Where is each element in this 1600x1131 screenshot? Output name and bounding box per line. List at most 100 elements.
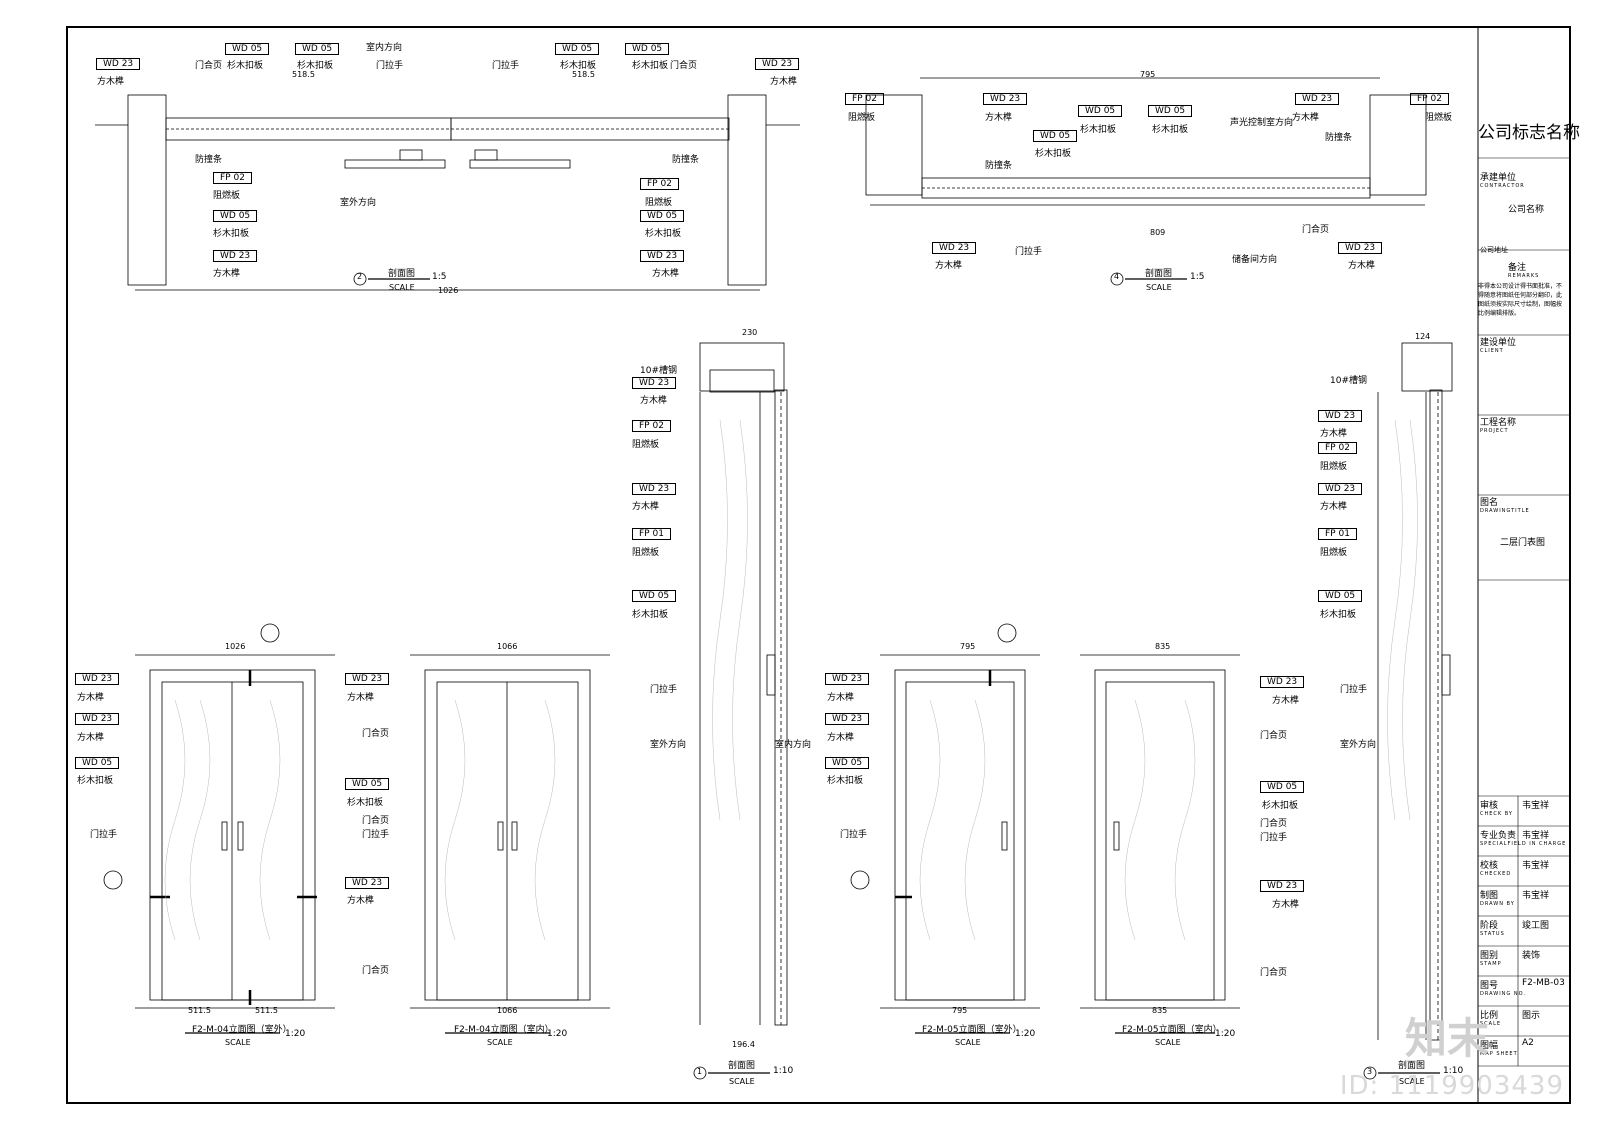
label-shanmu: 杉木扣板	[560, 61, 597, 71]
label-shinei: 室内方向	[366, 43, 403, 53]
sheet-border	[66, 26, 1571, 1104]
tag-wd05: WD 05	[625, 43, 670, 55]
left-jamb-frame	[127, 94, 167, 286]
section-4	[865, 77, 1427, 206]
label-menlashou: 门拉手	[362, 830, 390, 840]
tb-row-value: F2-MB-03	[1522, 978, 1565, 988]
drawing-text-layer: WD 23 方木榫 门合页 WD 05 杉木扣板 WD 05 杉木扣板 室内方向…	[75, 43, 1464, 1086]
channel-steel-1	[699, 342, 785, 392]
label-shanmu: 杉木扣板	[1320, 610, 1357, 620]
label-menheye: 门合页	[670, 61, 698, 71]
label-fangzhuang: 防撞条	[1325, 133, 1353, 143]
section2-no: 2	[357, 272, 363, 281]
section-markers	[103, 272, 1377, 1080]
tag-wd05: WD 05	[225, 43, 270, 55]
tb-client-label: 建设单位	[1480, 338, 1517, 348]
tag-wd05: WD 05	[1148, 105, 1193, 117]
tb-drawing-title-label: 图名	[1480, 498, 1499, 508]
section-2	[95, 94, 800, 291]
tb-project-sub: PROJECT	[1480, 428, 1509, 434]
elev2-title: F2-M-04立面图（室内）	[454, 1025, 554, 1035]
tag-wd23: WD 23	[75, 673, 120, 685]
section3-scale: 1:10	[1443, 1066, 1464, 1076]
channel-steel-3	[1401, 342, 1453, 392]
tb-row-sub: STATUS	[1480, 931, 1505, 937]
tb-row-sub: DRAWN BY	[1480, 901, 1515, 907]
elev4-title: F2-M-05立面图（室内）	[1122, 1025, 1222, 1035]
elev2-scale-label: SCALE	[487, 1038, 513, 1047]
label-shanmu: 杉木扣板	[213, 229, 250, 239]
label-shiwai: 室外方向	[340, 198, 377, 208]
label-fangmu: 方木榫	[1272, 900, 1300, 910]
elev3-scale: 1:20	[1015, 1029, 1036, 1039]
elevation-m04-interior	[410, 654, 610, 1009]
label-shanmu: 杉木扣板	[827, 776, 864, 786]
label-shanmu: 杉木扣板	[645, 229, 682, 239]
tb-row-sub: SPECIALFIELD IN CHARGE	[1480, 841, 1567, 847]
label-menlashou: 门拉手	[90, 830, 118, 840]
label-fangmu: 方木榫	[935, 261, 963, 271]
elev4-dim-width: 835	[1155, 642, 1171, 651]
tag-wd23: WD 23	[640, 250, 685, 262]
tb-row-value: 韦宝祥	[1522, 891, 1550, 901]
elev1-scale: 1:20	[285, 1029, 306, 1039]
tb-row-value: 图示	[1522, 1011, 1541, 1021]
tag-wd23: WD 23	[755, 58, 800, 70]
tb-row-label: 图幅	[1480, 1041, 1499, 1051]
tag-wd23: WD 23	[345, 673, 390, 685]
label-shanmu: 杉木扣板	[347, 798, 384, 808]
tb-project-label: 工程名称	[1480, 418, 1517, 428]
elev1-dim-width: 1026	[225, 642, 246, 651]
section1-title: 剖面图	[728, 1061, 756, 1071]
tb-row-value: A2	[1522, 1038, 1534, 1048]
tag-fp02: FP 02	[1318, 442, 1357, 454]
section4-no: 4	[1114, 272, 1120, 281]
tag-wd23: WD 23	[1318, 483, 1363, 495]
wood-grain-pattern	[164, 419, 1418, 941]
tb-row-value: 韦宝祥	[1522, 831, 1550, 841]
tag-wd23: WD 23	[1295, 93, 1340, 105]
section2-title: 剖面图	[388, 269, 416, 279]
tb-row-value: 韦宝祥	[1522, 801, 1550, 811]
label-fangmu: 方木榫	[347, 896, 375, 906]
tag-fp02: FP 02	[845, 93, 884, 105]
tag-fp01: FP 01	[1318, 528, 1357, 540]
label-fangmu: 方木榫	[652, 269, 680, 279]
tb-row-label: 专业负责	[1480, 831, 1517, 841]
label-menlashou: 门拉手	[1015, 247, 1043, 257]
tb-row-sub: CHECKED	[1480, 871, 1512, 877]
company-logo-name: 公司标志名称	[1478, 123, 1580, 143]
section4-title: 剖面图	[1145, 269, 1173, 279]
label-fangmu: 方木榫	[640, 396, 668, 406]
section1-scale: 1:10	[773, 1066, 794, 1076]
tag-wd05: WD 05	[1033, 130, 1078, 142]
label-menheye: 门合页	[362, 966, 390, 976]
label-menlashou: 门拉手	[376, 61, 404, 71]
tag-wd23: WD 23	[213, 250, 258, 262]
tag-wd23: WD 23	[632, 483, 677, 495]
tag-fp01: FP 01	[632, 528, 671, 540]
watermark-id: ID: 1119903439	[1339, 1071, 1564, 1101]
tag-wd05: WD 05	[825, 757, 870, 769]
section2-scale: 1:5	[432, 272, 447, 282]
tb-row-label: 校核	[1480, 861, 1499, 871]
elev4-scale: 1:20	[1215, 1029, 1236, 1039]
tag-fp02: FP 02	[640, 178, 679, 190]
section2-scale-label: SCALE	[389, 283, 415, 292]
section2-dim-left: 518.5	[292, 70, 315, 79]
label-caogang: 10#槽钢	[640, 366, 677, 376]
tb-row-label: 图号	[1480, 981, 1499, 991]
tag-wd23: WD 23	[632, 377, 677, 389]
section2-dim-right: 518.5	[572, 70, 595, 79]
label-shengguang: 声光控制室方向	[1230, 118, 1294, 128]
tb-row-sub: MAP SHEET	[1480, 1051, 1518, 1057]
right-jamb-frame	[727, 94, 767, 286]
label-zuranban: 阻燃板	[1425, 113, 1453, 123]
tb-row-value: 竣工图	[1522, 921, 1550, 931]
label-fangmu: 方木榫	[77, 693, 105, 703]
elev2-dim-width: 1066	[497, 642, 518, 651]
elevation-m05-exterior	[880, 654, 1040, 1009]
label-fangmu: 方木榫	[827, 693, 855, 703]
label-menlashou: 门拉手	[840, 830, 868, 840]
section1-no: 1	[697, 1067, 703, 1076]
